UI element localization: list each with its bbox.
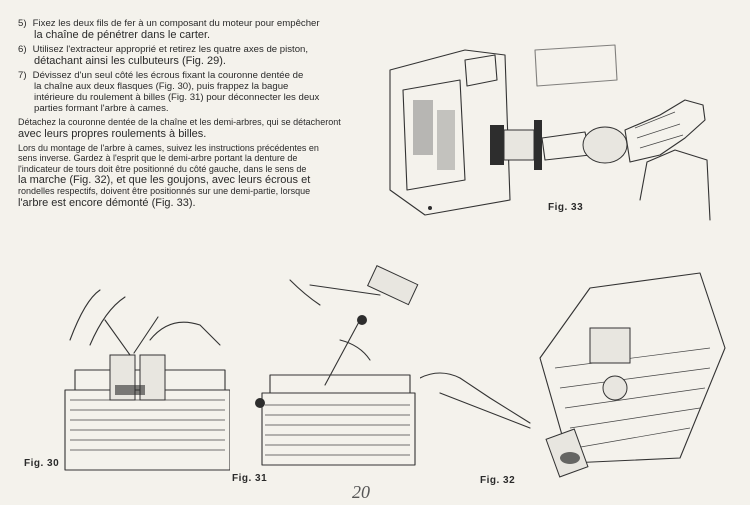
step-6: 6) Utilisez l'extracteur approprié et re… <box>18 44 309 67</box>
fig-32-illustration <box>420 272 726 478</box>
fig-31-illustration <box>255 265 419 466</box>
fig-32-label: Fig. 32 <box>480 475 516 486</box>
fig-30-label: Fig. 30 <box>24 458 60 469</box>
fig-31-label: Fig. 31 <box>232 473 268 484</box>
note-detach: Détachez la couronne dentée de la chaîne… <box>18 117 341 140</box>
page-number: 20 <box>352 482 370 502</box>
instructions-text: 5) Fixez les deux fils de fer à un compo… <box>18 18 363 211</box>
fig-33-label: Fig. 33 <box>548 202 584 213</box>
fig-33-illustration <box>389 44 711 221</box>
fig-30-illustration <box>64 289 230 471</box>
step-7: 7) Dévissez d'un seul côté les écrous fi… <box>18 70 320 114</box>
step-5: 5) Fixez les deux fils de fer à un compo… <box>18 18 320 41</box>
note-assembly: Lors du montage de l'arbre à cames, suiv… <box>18 142 319 209</box>
